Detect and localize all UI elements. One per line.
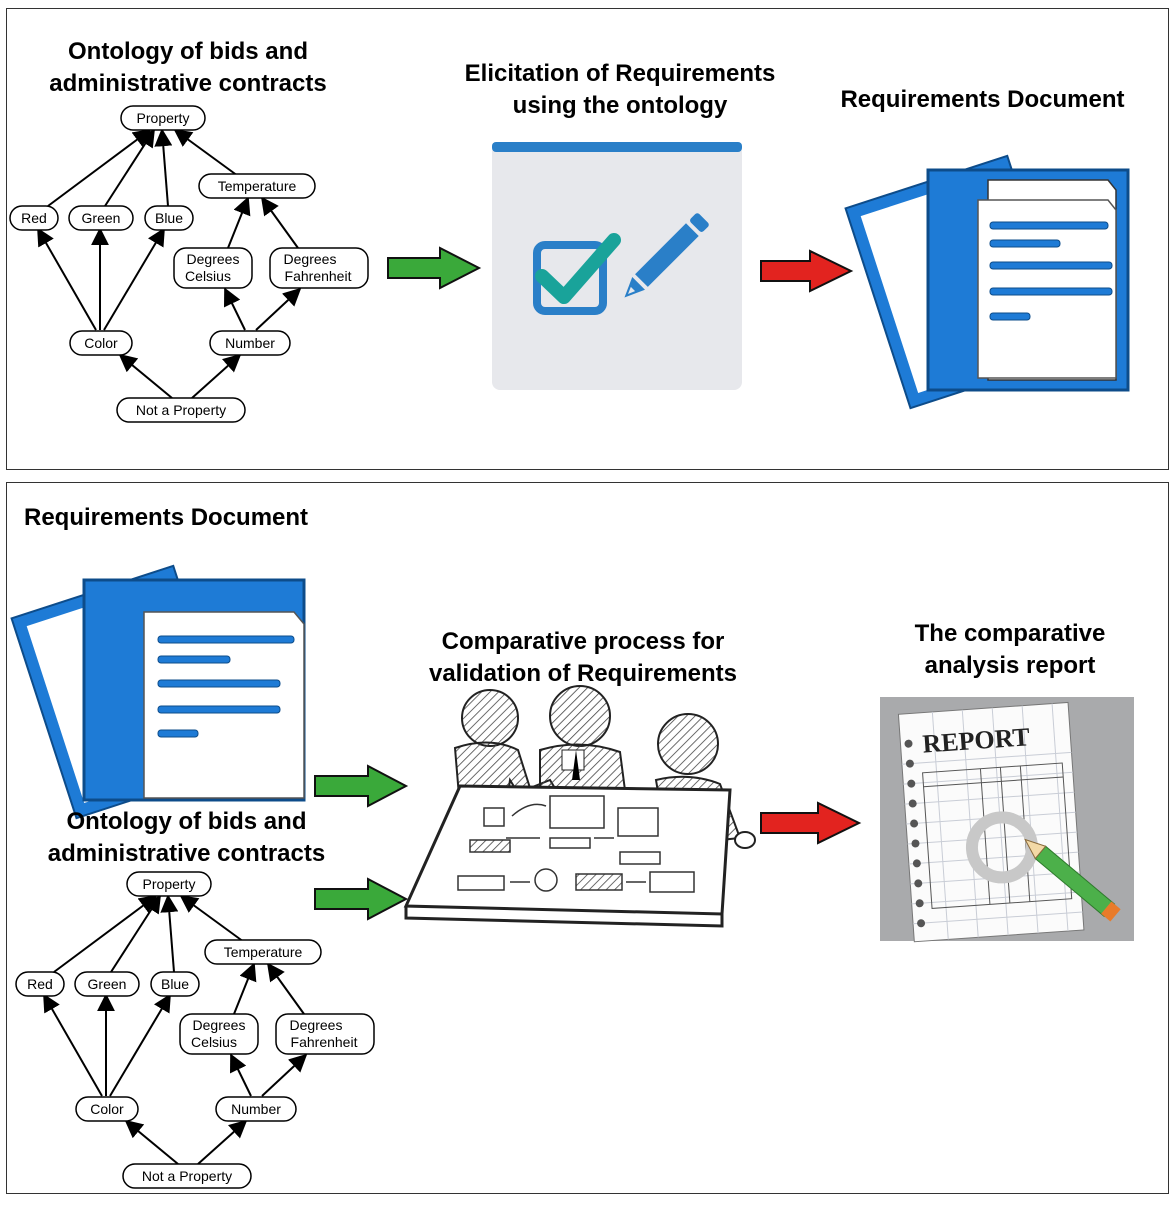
label-color: Color	[84, 335, 118, 351]
bottom-label-degrees-celsius-2: Celsius	[191, 1034, 237, 1050]
label-green: Green	[82, 210, 121, 226]
node-degrees-fahrenheit	[269, 247, 369, 289]
node-green	[68, 205, 134, 231]
bottom-red-arrow	[760, 801, 862, 845]
node-red	[9, 205, 59, 231]
bottom-ontology-title: Ontology of bids and administrative cont…	[14, 806, 359, 870]
document-lines	[989, 221, 1113, 321]
bottom-ontology-title-line1: Ontology of bids and	[66, 808, 307, 835]
elicitation-title: Elicitation of Requirements using the on…	[430, 58, 810, 122]
bottom-label-temperature: Temperature	[224, 944, 303, 960]
node-blue	[144, 205, 194, 231]
report-title: The comparative analysis report	[860, 618, 1160, 682]
elicitation-title-line2: using the ontology	[512, 92, 728, 119]
table-diagram-sketch	[457, 795, 695, 893]
top-green-arrow	[387, 246, 482, 290]
node-property	[120, 105, 206, 131]
top-requirements-title: Requirements Document	[840, 86, 1125, 113]
label-property: Property	[137, 110, 190, 126]
report-title-line2: analysis report	[924, 652, 1096, 679]
pencil-green-icon	[1024, 838, 1121, 922]
label-degrees-celsius-1: Degrees	[187, 251, 240, 267]
node-temperature	[198, 173, 316, 199]
bottom-label-number: Number	[231, 1101, 281, 1117]
top-ontology-title: Ontology of bids and administrative cont…	[18, 36, 358, 100]
comparative-title-line1: Comparative process for	[441, 628, 725, 655]
bottom-label-green: Green	[88, 976, 127, 992]
node-color	[69, 330, 133, 356]
label-blue: Blue	[155, 210, 183, 226]
comparative-title: Comparative process for validation of Re…	[398, 626, 768, 686]
elicitation-title-line1: Elicitation of Requirements	[464, 60, 776, 87]
label-degrees-fahrenheit-1: Degrees	[284, 251, 337, 267]
bottom-label-degrees-fahrenheit-2: Fahrenheit	[291, 1034, 358, 1050]
label-temperature: Temperature	[218, 178, 297, 194]
bottom-requirements-title: Requirements Document	[24, 504, 309, 531]
top-red-arrow	[760, 249, 854, 293]
bottom-label-degrees-celsius-1: Degrees	[193, 1017, 246, 1033]
top-requirements-document-icon	[844, 154, 1130, 410]
node-degrees-celsius	[173, 247, 253, 289]
comparative-process-illustration	[403, 685, 756, 928]
label-degrees-celsius-2: Celsius	[185, 268, 231, 284]
top-ontology-title-line1: Ontology of bids and	[68, 38, 308, 65]
bottom-green-arrow-2	[314, 877, 409, 921]
label-not-a-property: Not a Property	[136, 402, 226, 418]
report-title-line1: The comparative	[914, 620, 1106, 647]
label-red: Red	[21, 210, 47, 226]
node-number	[209, 330, 291, 356]
checkbox-icon	[533, 233, 621, 315]
label-number: Number	[225, 335, 275, 351]
report-illustration: REPORT	[880, 697, 1134, 943]
top-ontology-labels: Property Temperature Red Green Blue Degr…	[21, 110, 351, 418]
top-ontology-title-line2: administrative contracts	[49, 70, 327, 97]
bottom-requirements-document-icon	[10, 564, 306, 820]
bottom-ontology-title-line2: administrative contracts	[47, 840, 326, 867]
bottom-label-property: Property	[143, 876, 196, 892]
top-ontology-diagram: Property Temperature Red Green Blue Degr…	[9, 105, 369, 423]
node-not-a-property	[116, 397, 246, 423]
bottom-label-blue: Blue	[161, 976, 189, 992]
bottom-label-red: Red	[27, 976, 53, 992]
bottom-ontology-diagram: Property Temperature Red Green Blue Degr…	[15, 871, 375, 1189]
bottom-label-color: Color	[90, 1101, 124, 1117]
label-degrees-fahrenheit-2: Fahrenheit	[285, 268, 352, 284]
top-ontology-edges	[37, 128, 302, 399]
report-paper: REPORT	[897, 701, 1085, 943]
bottom-label-degrees-fahrenheit-1: Degrees	[290, 1017, 343, 1033]
pencil-icon	[624, 213, 709, 298]
comparative-title-line2: validation of Requirements	[428, 660, 738, 686]
bottom-green-arrow-1	[314, 764, 409, 808]
top-ontology-nodes	[9, 105, 369, 423]
bottom-label-not-a-property: Not a Property	[142, 1168, 232, 1184]
elicitation-icon-card	[492, 142, 742, 390]
